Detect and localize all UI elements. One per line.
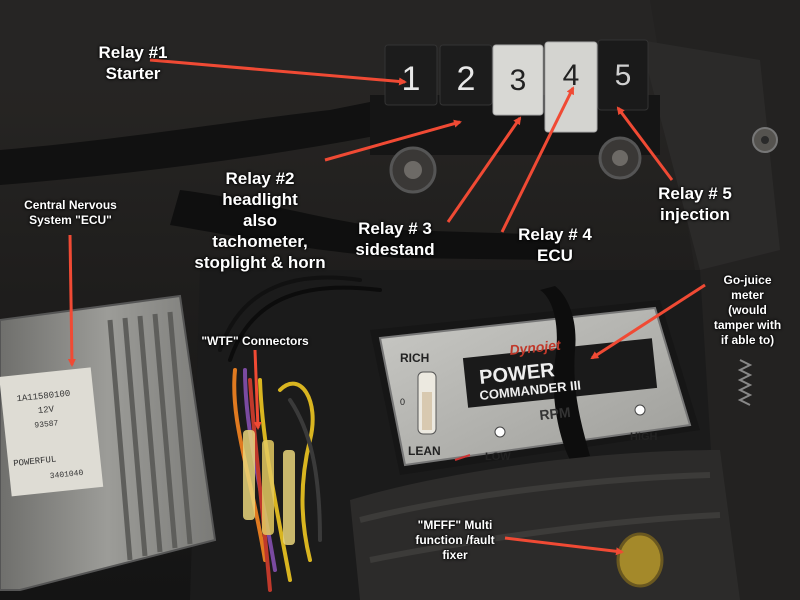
ecu-sticker-line3: 93587: [34, 419, 59, 430]
label-mfff: "MFFF" Multi function /fault fixer: [415, 518, 495, 562]
black-hose-lower: [170, 190, 560, 260]
label-relay-1: Relay #1 Starter: [98, 43, 168, 83]
pc-brand-logo: Dynojet: [509, 337, 563, 358]
mfff-brand-patch: [616, 532, 664, 588]
label-relay-5: Relay # 5 injection: [658, 184, 732, 224]
relay-5-number: 5: [615, 59, 632, 92]
strap: [540, 286, 590, 460]
label-go-juice-meter: Go-juice meter (would tamper with if abl…: [713, 273, 782, 347]
spring: [737, 359, 753, 406]
arrow-wtf: [253, 349, 262, 430]
arrow-relay2: [324, 119, 462, 162]
pc-zero-label: 0: [400, 397, 405, 407]
annotation-arrows: [67, 58, 706, 556]
ecu-sticker-line4: POWERFUL: [13, 455, 57, 469]
relay-1-number: 1: [402, 60, 421, 98]
relay-2: 2: [439, 44, 493, 106]
arrow-relay1: [149, 58, 407, 86]
label-relay-2: Relay #2 headlight also tachometer, stop…: [194, 169, 326, 272]
pc-high-label: HIGH: [630, 431, 658, 443]
relay-1: 1: [384, 44, 438, 106]
led-high: [634, 404, 646, 416]
pc-lean-label: LEAN: [408, 444, 441, 458]
bolt-right-center: [761, 136, 769, 144]
label-relay-4: Relay # 4 ECU: [518, 225, 592, 265]
arrow-relay3: [446, 116, 522, 223]
ecu-sticker: [0, 367, 104, 497]
arrow-gojuice: [590, 283, 706, 360]
relay-5: 5: [597, 39, 649, 111]
relay-3: 3: [492, 44, 544, 116]
ecu-unit: 1A11580100 12V 93587 POWERFUL 3401040: [0, 294, 217, 591]
black-hose: [0, 100, 380, 185]
label-wtf-connectors: "WTF" Connectors: [201, 334, 309, 348]
pc-rich-label: RICH: [400, 351, 429, 365]
pc-low-label: LOW: [485, 451, 511, 463]
ecu-sticker-line5: 3401040: [49, 469, 84, 481]
mount-left-center: [404, 161, 422, 179]
label-ecu: Central Nervous System "ECU": [24, 198, 117, 227]
relay-3-number: 3: [510, 64, 527, 97]
pc-rpm-label: RPM: [539, 404, 572, 423]
wtf-connectors: [243, 430, 295, 545]
relay-4-number: 4: [563, 59, 580, 92]
led-low: [494, 426, 506, 438]
ecu-sticker-line2: 12V: [37, 404, 55, 416]
arrow-relay5: [616, 106, 674, 181]
relay-2-number: 2: [457, 60, 476, 98]
right-bracket: [640, 40, 780, 270]
arrow-ecu: [67, 234, 76, 367]
arrow-mfff: [504, 536, 624, 556]
power-commander: [370, 300, 700, 475]
arrow-relay4: [500, 86, 575, 233]
relay-4: 4: [544, 41, 598, 133]
rich-lean-gauge-fill: [422, 392, 432, 430]
mount-right-center: [612, 150, 628, 166]
mfff-pouch: [350, 450, 740, 600]
label-relay-3: Relay # 3 sidestand: [355, 219, 435, 259]
